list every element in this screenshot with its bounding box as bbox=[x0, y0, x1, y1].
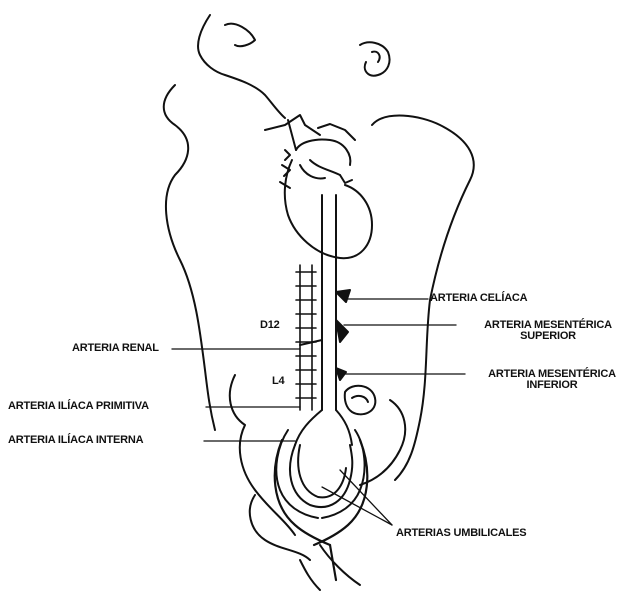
label-arterias-umbilicales: ARTERIAS UMBILICALES bbox=[396, 528, 526, 539]
visceral-branches bbox=[300, 290, 350, 380]
label-arteria-mesenterica-superior-line2: SUPERIOR bbox=[458, 331, 638, 342]
kidney bbox=[345, 386, 376, 415]
label-l4: L4 bbox=[272, 376, 284, 387]
umbilical-arteries bbox=[275, 440, 368, 580]
iliac-arteries bbox=[276, 410, 364, 518]
label-d12: D12 bbox=[260, 320, 280, 331]
leader-umbilical-1 bbox=[340, 470, 392, 525]
body-outline bbox=[164, 15, 474, 480]
vertebral-column bbox=[296, 265, 316, 410]
label-arteria-renal: ARTERIA RENAL bbox=[72, 343, 159, 354]
leader-umbilical-2 bbox=[322, 487, 392, 525]
label-arteria-iliaca-interna: ARTERIA ILÍACA INTERNA bbox=[8, 435, 143, 446]
aorta bbox=[322, 195, 336, 410]
label-arteria-mesenterica-superior: ARTERIA MESENTÉRICA SUPERIOR bbox=[458, 320, 638, 342]
label-arteria-celiaca: ARTERIA CELÍACA bbox=[430, 293, 527, 304]
label-arteria-mesenterica-inferior-line2: INFERIOR bbox=[463, 380, 641, 391]
label-arteria-mesenterica-inferior: ARTERIA MESENTÉRICA INFERIOR bbox=[463, 369, 641, 391]
label-arteria-iliaca-primitiva: ARTERIA ILÍACA PRIMITIVA bbox=[8, 401, 149, 412]
heart bbox=[285, 160, 372, 258]
